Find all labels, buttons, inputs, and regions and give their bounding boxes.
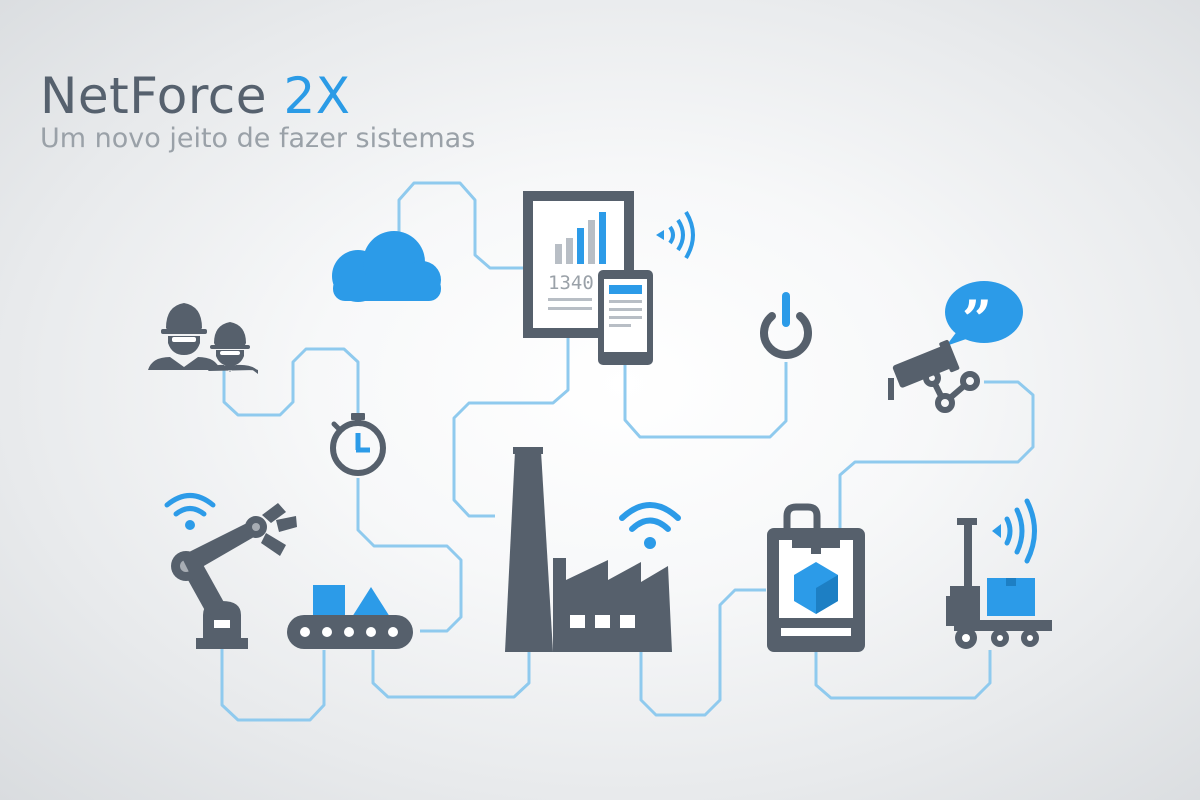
cloud-icon xyxy=(332,231,441,302)
factory-icon xyxy=(505,447,681,652)
wire-printer-forklift xyxy=(814,650,992,700)
tablet-chart-icon: 1340 xyxy=(523,191,634,338)
wire-cloud-tablet xyxy=(397,181,527,270)
wire-workers-stopwatch xyxy=(222,347,360,418)
page-title: NetForce 2X xyxy=(40,66,475,126)
forklift-icon xyxy=(946,498,1052,649)
wire-stopwatch-conveyor xyxy=(356,478,463,633)
brand-title-main: NetForce xyxy=(40,67,268,125)
wire-phone-power xyxy=(623,360,788,439)
wifi-signal-icon xyxy=(656,210,695,260)
wire-factory-printer xyxy=(639,588,766,717)
3d-printer-icon xyxy=(767,503,865,652)
tablet-counter: 1340 xyxy=(548,272,594,294)
page-subtitle: Um novo jeito de fazer sistemas xyxy=(40,123,476,154)
wire-conveyor-factory xyxy=(371,650,531,699)
conveyor-belt-icon xyxy=(287,585,413,649)
robot-arm-icon xyxy=(164,493,297,649)
wire-robot-conveyor xyxy=(220,648,326,722)
brand-title-accent: 2X xyxy=(283,67,351,125)
stopwatch-icon xyxy=(330,413,386,476)
svg-text:”: ” xyxy=(962,290,992,351)
phone-document-icon xyxy=(598,270,653,365)
network-wires xyxy=(220,181,1035,722)
speech-bubble-icon: ” xyxy=(945,281,1023,351)
wire-tablet-factory xyxy=(452,338,570,518)
power-icon xyxy=(760,292,812,359)
wire-printer-camera xyxy=(838,380,1035,528)
workers-icon xyxy=(148,303,258,374)
brand-header: NetForce 2X Um novo jeito de fazer siste… xyxy=(40,66,475,154)
security-camera-icon xyxy=(888,339,980,413)
